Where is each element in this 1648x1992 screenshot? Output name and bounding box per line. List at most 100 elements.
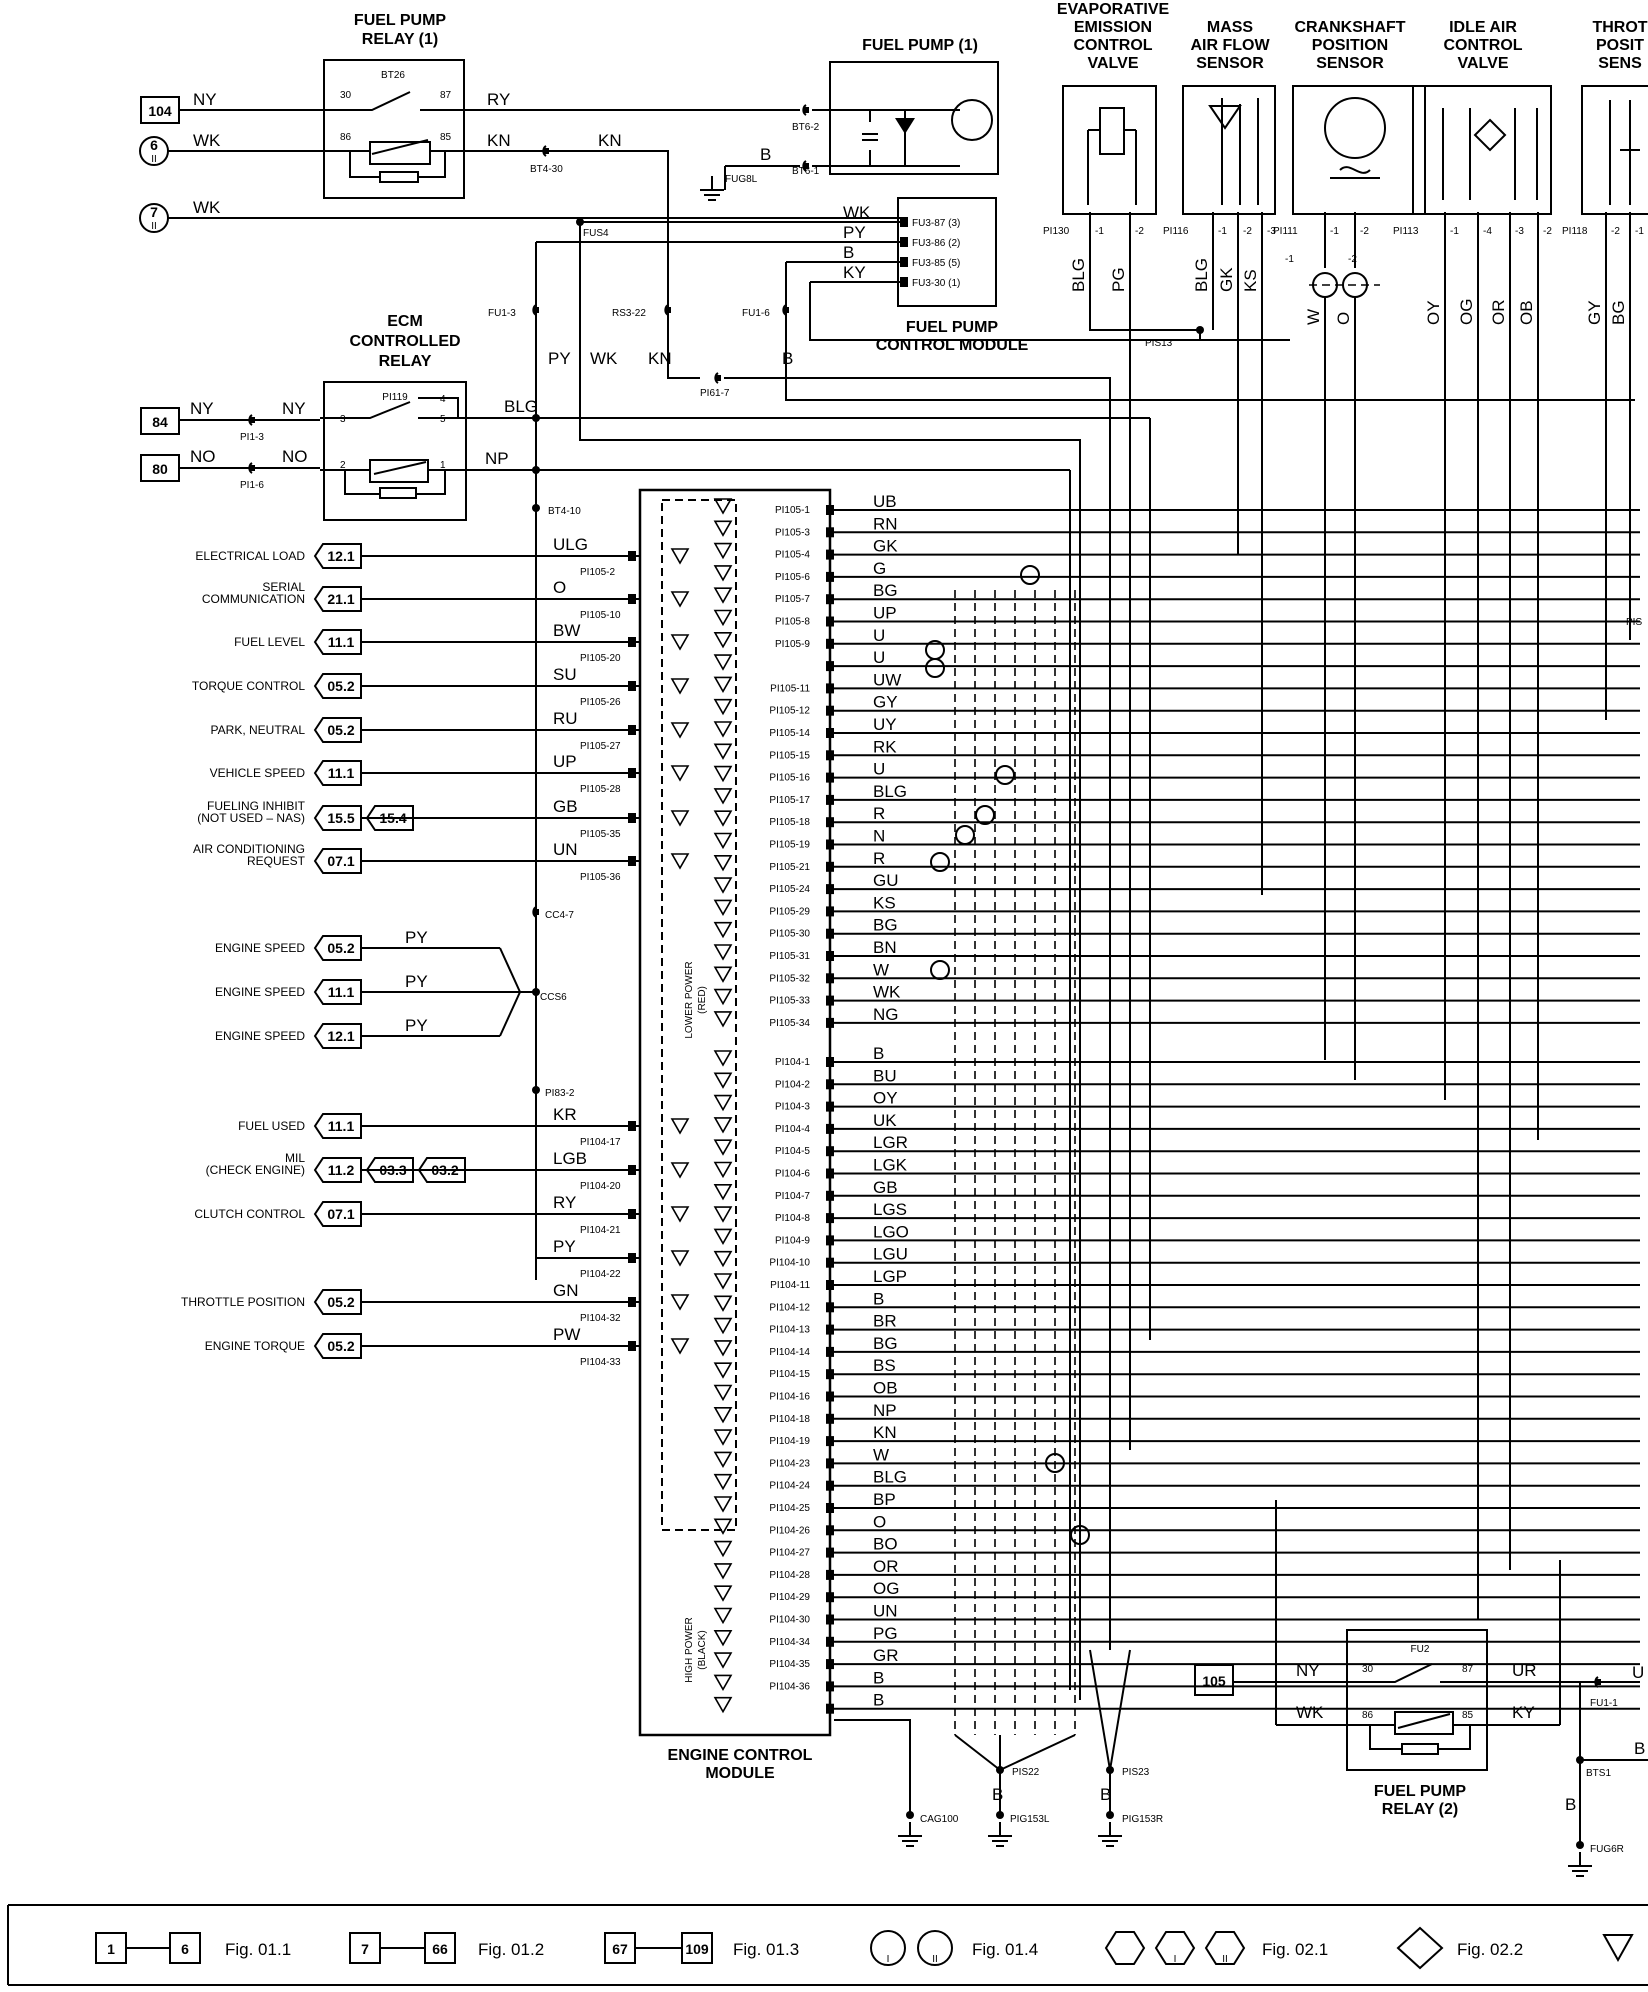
pin-triangle-icon — [713, 1050, 733, 1067]
signal-label: TORQUE CONTROL — [192, 679, 305, 693]
pin-triangle-icon — [713, 1117, 733, 1134]
pin-triangle-icon — [670, 1118, 690, 1135]
pin-triangle-icon — [713, 877, 733, 894]
conn-label: FUS4 — [583, 228, 609, 239]
pin-block — [826, 1079, 834, 1090]
pin-triangle-icon — [713, 1161, 733, 1179]
ecm-wire-label: LGO — [873, 1222, 909, 1241]
ecm-pin: PI104-23 — [769, 1458, 810, 1469]
signal-reference-text: 05.2 — [327, 1338, 354, 1354]
sensor-title: SENSOR — [1196, 55, 1264, 72]
pin-triangle-icon — [713, 899, 733, 917]
pin-block — [826, 683, 834, 694]
legend-box-text: 67 — [612, 1941, 628, 1957]
wire-path — [954, 1734, 1076, 1771]
wire-path — [1330, 166, 1380, 179]
pin-block — [826, 1369, 834, 1380]
pin-block — [826, 1458, 834, 1469]
shield-circle — [975, 805, 995, 825]
legend-box-text: 1 — [107, 1941, 115, 1957]
ecm-wire-label: LGU — [873, 1245, 908, 1264]
conn-label: PIS23 — [1122, 1767, 1150, 1778]
junction-dot — [1576, 1841, 1584, 1849]
connector-fu1-1 — [1596, 1679, 1601, 1685]
signal-label: CLUTCH CONTROL — [194, 1207, 305, 1221]
ecm-relay-pin: 5 — [440, 414, 446, 425]
motor-icon — [951, 99, 993, 141]
sensor-wire-label: KS — [1241, 269, 1260, 292]
signal-reference-text: 05.2 — [327, 940, 354, 956]
pin-block — [826, 638, 834, 649]
pin-block — [826, 1547, 834, 1558]
sensor-pin: -1 — [1330, 226, 1339, 237]
ecm-wire-label: GK — [873, 537, 898, 556]
ecm-pin: PI105-12 — [769, 706, 810, 717]
legend-fig: Fig. 02.2 — [1457, 1940, 1523, 1959]
pin-block — [826, 1569, 834, 1580]
signal-pin: PI104-20 — [580, 1181, 621, 1192]
pin-block — [826, 1017, 834, 1028]
sensor-pin: -2 — [1135, 226, 1144, 237]
wire-path — [344, 470, 446, 495]
legend-fig: Fig. 01.3 — [733, 1940, 799, 1959]
ecm-relay-pin: 2 — [340, 460, 346, 471]
ecm-wire-label: OB — [873, 1379, 898, 1398]
ecm-wire-label: UW — [873, 670, 901, 689]
pin-triangle-icon — [670, 853, 690, 870]
junction-dot — [906, 1811, 914, 1819]
wire-label: B — [1100, 1785, 1111, 1804]
legend-fig: Fig. 01.1 — [225, 1940, 291, 1959]
pin-block — [628, 637, 636, 647]
fpcm-title: FUEL PUMP — [906, 319, 998, 336]
fpcm-pin: FU3-30 (1) — [912, 278, 960, 289]
ecm-pin: PI104-26 — [769, 1525, 810, 1536]
connector-bt6-1 — [804, 163, 809, 169]
ecm-pin: PI105-21 — [769, 862, 810, 873]
connector-pi61-7 — [714, 372, 719, 384]
sensor-1 — [1182, 85, 1276, 215]
fpcm-pin: FU3-85 (5) — [912, 258, 960, 269]
ecm-wire-label: UP — [873, 604, 897, 623]
signal-label: ENGINE SPEED — [215, 985, 305, 999]
sensor-3 — [1412, 85, 1552, 215]
ecm-wire-label: UB — [873, 492, 897, 511]
wire-path — [320, 91, 468, 111]
pin-triangle-icon — [713, 921, 733, 939]
ecm-wire-label: GY — [873, 693, 898, 712]
wk-trunk — [579, 222, 1081, 1700]
pin-triangle-icon — [713, 765, 733, 783]
ecm-wire-label: BLG — [873, 782, 907, 801]
pin-block — [628, 1297, 636, 1307]
diode-icon — [895, 118, 915, 134]
wire-label: BLG — [504, 397, 538, 416]
pin-block — [826, 1592, 834, 1603]
signal-pin: PI104-32 — [580, 1313, 621, 1324]
pin-triangle-icon — [713, 743, 733, 760]
ecm-pin: PI105-17 — [769, 795, 810, 806]
ecm-relay-title: RELAY — [379, 353, 432, 370]
wire-label: WK — [843, 203, 871, 222]
wire-label: PY — [405, 972, 428, 991]
ecm-wire-label: BG — [873, 1334, 898, 1353]
wire-label: PY — [553, 1237, 576, 1256]
wire-path — [667, 295, 700, 379]
ecm-pin: PI105-32 — [769, 973, 810, 984]
legend-triangle-icon — [1602, 1934, 1634, 1963]
shield-circle — [1070, 1525, 1090, 1545]
ecm-pin: PI104-30 — [769, 1615, 810, 1626]
relay1-pin: 86 — [340, 132, 352, 143]
connector-pi1-3 — [250, 417, 255, 423]
wire-label: O — [553, 578, 566, 597]
pin-triangle-icon — [713, 565, 733, 582]
shield-circle — [930, 960, 950, 980]
wire-path — [724, 165, 800, 190]
sensor-title: AIR FLOW — [1190, 37, 1270, 54]
ecm-controlled-relay — [323, 381, 467, 521]
pin-triangle-icon — [713, 810, 733, 827]
wire-label: B — [1634, 1739, 1645, 1758]
sensor-pin: -1 — [1635, 226, 1644, 237]
ecm-pin: PI104-9 — [775, 1235, 810, 1246]
ecm-pin: PI105-8 — [775, 617, 810, 628]
wire-label: SU — [553, 665, 577, 684]
ecm-relay-resistor — [379, 487, 417, 499]
